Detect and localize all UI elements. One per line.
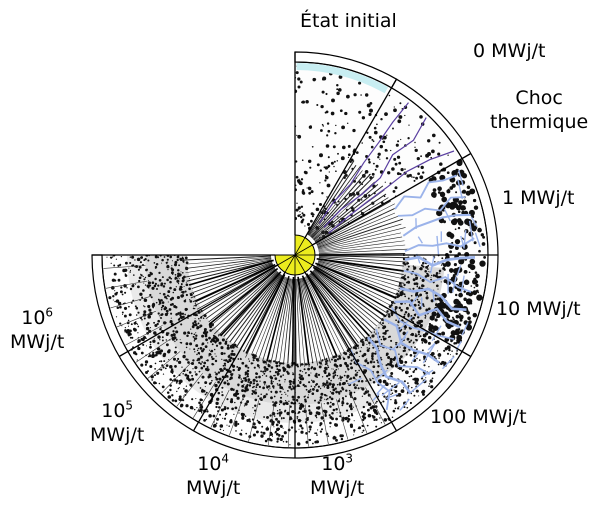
central-hole-grain-lines (277, 237, 315, 275)
sector-boundary-1 (304, 78, 398, 239)
label-1e5-unit: MWj/t (90, 424, 145, 446)
label-thermal-shock: Choc thermique (490, 86, 588, 134)
label-100-burnup: 100 MWj/t (430, 405, 527, 429)
label-100-value: 100 (430, 406, 467, 428)
label-10-unit: MWj/t (526, 298, 581, 320)
label-1e6-unit: MWj/t (10, 331, 65, 353)
pellet-outer-edge (101, 61, 489, 449)
label-1e6-exponent: 6 (45, 305, 54, 320)
label-1-unit: MWj/t (520, 187, 575, 209)
cladding-gap-initial (296, 63, 389, 94)
restructured-zone-band (145, 255, 445, 405)
crack-network (318, 102, 481, 411)
label-1-value: 1 (502, 187, 515, 209)
label-1e4-value: 104 (197, 452, 229, 476)
label-1e4-burnup: 104 MWj/t (186, 452, 240, 500)
label-100-unit: MWj/t (472, 406, 527, 428)
label-1e5-exponent: 5 (125, 398, 134, 413)
central-hole (274, 234, 316, 276)
label-1e4-exponent: 4 (221, 451, 230, 466)
label-10-value: 10 (496, 298, 521, 320)
title-initial-state: État initial (300, 10, 397, 32)
porosity-dots (106, 65, 486, 446)
label-1e4-unit: MWj/t (186, 477, 241, 499)
label-1-burnup: 1 MWj/t (502, 186, 574, 210)
label-0-unit: MWj/t (491, 40, 546, 62)
label-1e3-base: 10 (321, 453, 346, 475)
label-1e6-base: 10 (21, 307, 46, 329)
label-shock-line2: thermique (490, 111, 589, 133)
sector-boundary-4 (311, 264, 472, 358)
sector-boundary-7 (192, 271, 286, 432)
label-1e3-value: 103 (321, 452, 353, 476)
label-1e6-value: 106 (21, 306, 53, 330)
sector-fill-2 (312, 158, 488, 255)
label-1e5-burnup: 105 MWj/t (90, 399, 144, 447)
label-1e3-burnup: 103 MWj/t (310, 452, 364, 500)
sector-boundary-5 (304, 271, 398, 432)
label-0-burnup: 0 MWj/t (473, 39, 545, 63)
label-10-burnup: 10 MWj/t (496, 297, 581, 321)
label-1e5-base: 10 (101, 400, 126, 422)
label-1e5-value: 105 (101, 399, 133, 423)
sector-boundary-2 (311, 152, 472, 246)
label-1e3-unit: MWj/t (310, 477, 365, 499)
sector-boundary-8 (118, 264, 279, 358)
label-shock-line1: Choc (515, 87, 563, 109)
label-1e6-burnup: 106 MWj/t (10, 306, 64, 354)
label-1e3-exponent: 3 (345, 451, 354, 466)
label-1e4-base: 10 (197, 453, 222, 475)
label-0-value: 0 (473, 40, 486, 62)
sector-boundaries (92, 52, 498, 458)
